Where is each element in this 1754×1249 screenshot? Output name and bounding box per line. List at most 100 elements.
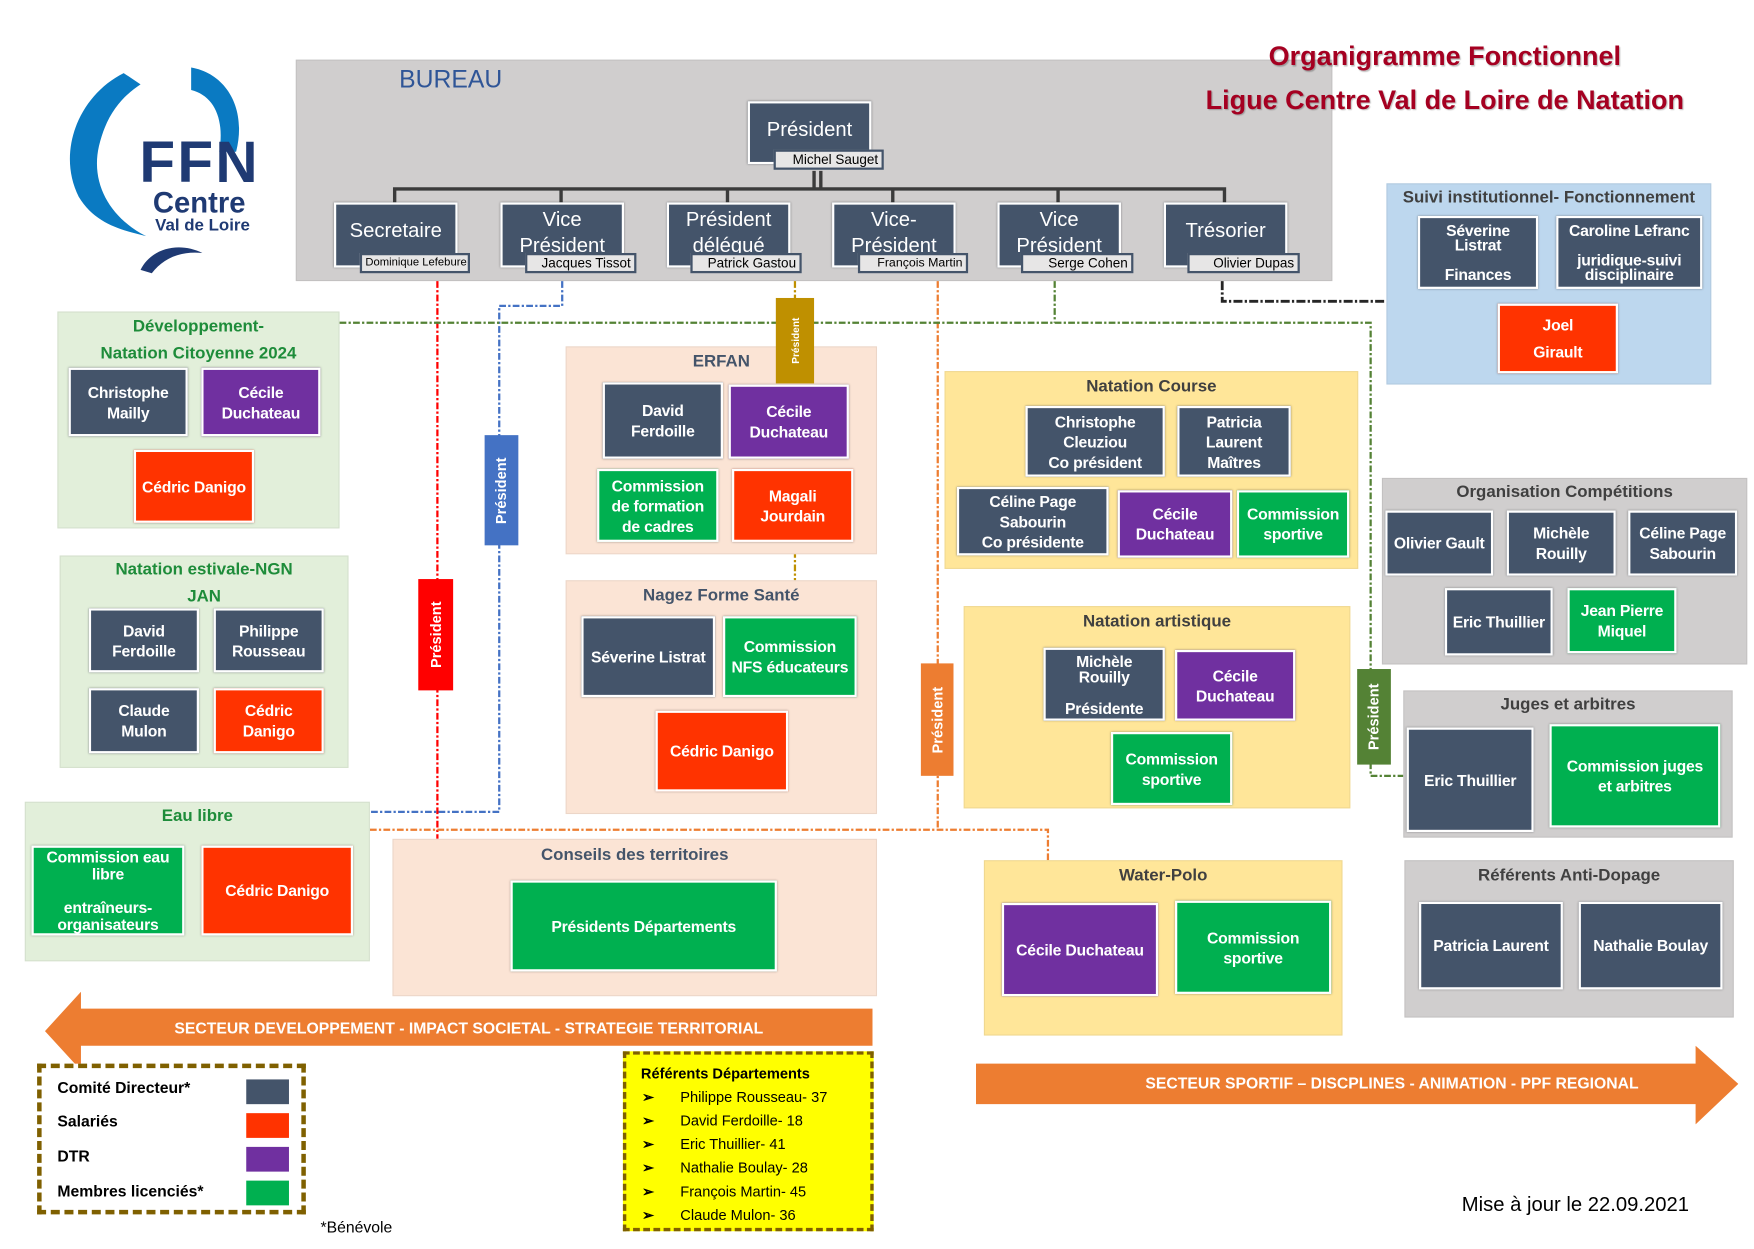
group-title: Référents Anti-Dopage [1478,865,1661,885]
connector-label-gold: Président [775,297,815,384]
group-title: Nagez Forme Santé [643,585,800,605]
bureau-member-name: Olivier Dupas [1187,252,1300,274]
sector-right-arrow-icon [975,1045,1739,1125]
referent-item: ➢ François Martin- 45 [626,1179,870,1203]
connector-green [339,281,1404,777]
member-box[interactable]: Christophe Mailly [68,367,188,437]
member-box[interactable]: Séverine Listrat Finances [1417,215,1539,289]
member-box[interactable]: Cédric Danigo [213,688,324,754]
member-box[interactable]: Céline Page Sabourin [1628,510,1738,576]
member-box[interactable]: Commission juges et arbitres [1549,724,1721,828]
member-box[interactable]: Claude Mulon [88,688,200,754]
connector-blue [369,281,564,813]
group-title: Organisation Compétitions [1456,482,1673,502]
member-box[interactable]: Cécile Duchateau [1001,902,1159,997]
member-box[interactable]: Cédric Danigo [655,710,789,792]
connector-label-orange: Président [920,663,954,776]
member-box[interactable]: Commission eau libre entraîneurs- organi… [31,845,185,936]
member-box[interactable]: Patricia Laurent [1418,901,1563,990]
logo-text-centre: Centre [152,185,246,220]
member-box[interactable]: Cédric Danigo [201,845,354,936]
referent-item: ➢Claude Mulon- 36 [626,1203,870,1227]
referent-text: Philippe Rousseau- 37 [680,1088,828,1106]
bureau-panel [295,59,1333,282]
legend-label: DTR [57,1146,90,1165]
member-box[interactable]: Olivier Gault [1385,510,1494,576]
legend-label: Membres licenciés* [57,1181,204,1200]
label-text: Président [789,317,801,364]
member-box[interactable]: Cécile Duchateau [1174,649,1296,721]
bureau-member-name: Jacques Tissot [525,252,637,274]
member-box[interactable]: Commission sportive [1236,490,1350,558]
legend-swatch [246,1113,289,1138]
member-box[interactable]: Michèle Rouilly Présidente [1043,647,1165,721]
label-text: Président [493,456,510,524]
logo-swoosh-icon [69,67,240,274]
connector-label-blue: Président [484,435,519,546]
referents-departements: Référents Départements ➢Philippe Roussea… [622,1051,874,1232]
member-box[interactable]: Cécile Duchateau [201,367,321,437]
legend-label: Salariés [57,1112,118,1131]
sector-left-arrow-icon [44,991,873,1071]
legend-swatch [246,1146,289,1172]
member-box[interactable]: Présidents Départements [510,880,777,972]
member-box[interactable]: Nathalie Boulay [1578,901,1723,990]
legend-swatch [246,1079,289,1105]
member-box[interactable]: David Ferdoille [88,608,200,673]
member-box[interactable]: Céline Page Sabourin Co présidente [956,486,1109,556]
member-box[interactable]: Eric Thuillier [1444,588,1553,656]
label-text: Président [928,686,946,753]
label-text: Président [427,601,445,669]
member-box[interactable]: Commission sportive [1174,900,1332,994]
member-box[interactable]: Michèle Rouilly [1506,510,1616,576]
referent-text: David Ferdoille- 18 [680,1112,803,1129]
member-box[interactable]: Joel Girault [1497,303,1619,374]
member-box[interactable]: Cédric Danigo [133,449,255,523]
member-box[interactable]: Cécile Duchateau [728,384,849,459]
member-box[interactable]: Cécile Duchateau [1117,490,1233,558]
member-box[interactable]: Christophe Cleuziou Co président [1025,405,1165,477]
connector-label-red: Président [418,579,454,691]
member-box[interactable]: Philippe Rousseau [213,608,324,673]
connector-orange [369,281,1050,861]
chart-title-line1: Organigramme Fonctionnel [1268,41,1622,72]
referent-text: François Martin- 45 [680,1182,807,1200]
chart-title-line2: Ligue Centre Val de Loire de Natation [1205,85,1685,116]
label-text: Président [1365,683,1383,751]
ffn-logo: FFN Centre Val de Loire [56,62,275,276]
bureau-hierarchy-line [392,170,1227,203]
arrow-bullet-icon: ➢ [642,1182,655,1200]
group-title: Eau libre [161,806,233,826]
bureau-title: BUREAU [399,65,503,94]
bureau-member-name: François Martin [857,252,969,274]
legend-swatch [246,1180,289,1206]
member-box[interactable]: Patricia Laurent Maîtres [1177,405,1291,477]
member-box[interactable]: Eric Thuillier [1406,727,1534,833]
referents-title: Référents Départements [640,1064,810,1082]
member-box[interactable]: Magali Jourdain [731,468,854,542]
connector-label-green: Président [1357,669,1391,765]
member-box[interactable]: Séverine Listrat [581,616,716,698]
connector-dark [1220,281,1387,303]
group-title: Juges et arbitres [1500,694,1636,714]
referent-item: ➢Philippe Rousseau- 37 [626,1085,870,1109]
bureau-member-name: Patrick Gastou [690,252,802,274]
group-title: Natation estivale-NGN JAN [115,559,293,607]
group-title: ERFAN [692,351,750,372]
group-title: Développement- Natation Citoyenne 2024 [100,317,297,364]
member-box[interactable]: Jean Pierre Miquel [1567,588,1677,654]
referent-item: ➢Nathalie Boulay- 28 [626,1156,870,1180]
referent-text: Nathalie Boulay- 28 [680,1159,808,1177]
legend-label: Comité Directeur* [57,1078,191,1097]
member-box[interactable]: Commission sportive [1110,731,1233,806]
bureau-member-name: Dominique Lefebure [359,252,470,274]
legend-footnote: *Bénévole [320,1217,393,1236]
member-box[interactable]: Commission de formation de cadres [597,468,719,542]
member-box[interactable]: Caroline Lefranc juridique-suivi discipl… [1556,215,1703,289]
group-title: Suivi institutionnel- Fonctionnement [1402,187,1696,207]
member-box[interactable]: David Ferdoille [602,382,723,459]
referent-text: Eric Thuillier- 41 [680,1135,786,1153]
group-title: Natation Course [1086,376,1217,396]
member-box[interactable]: Commission NFS éducateurs [722,616,857,698]
